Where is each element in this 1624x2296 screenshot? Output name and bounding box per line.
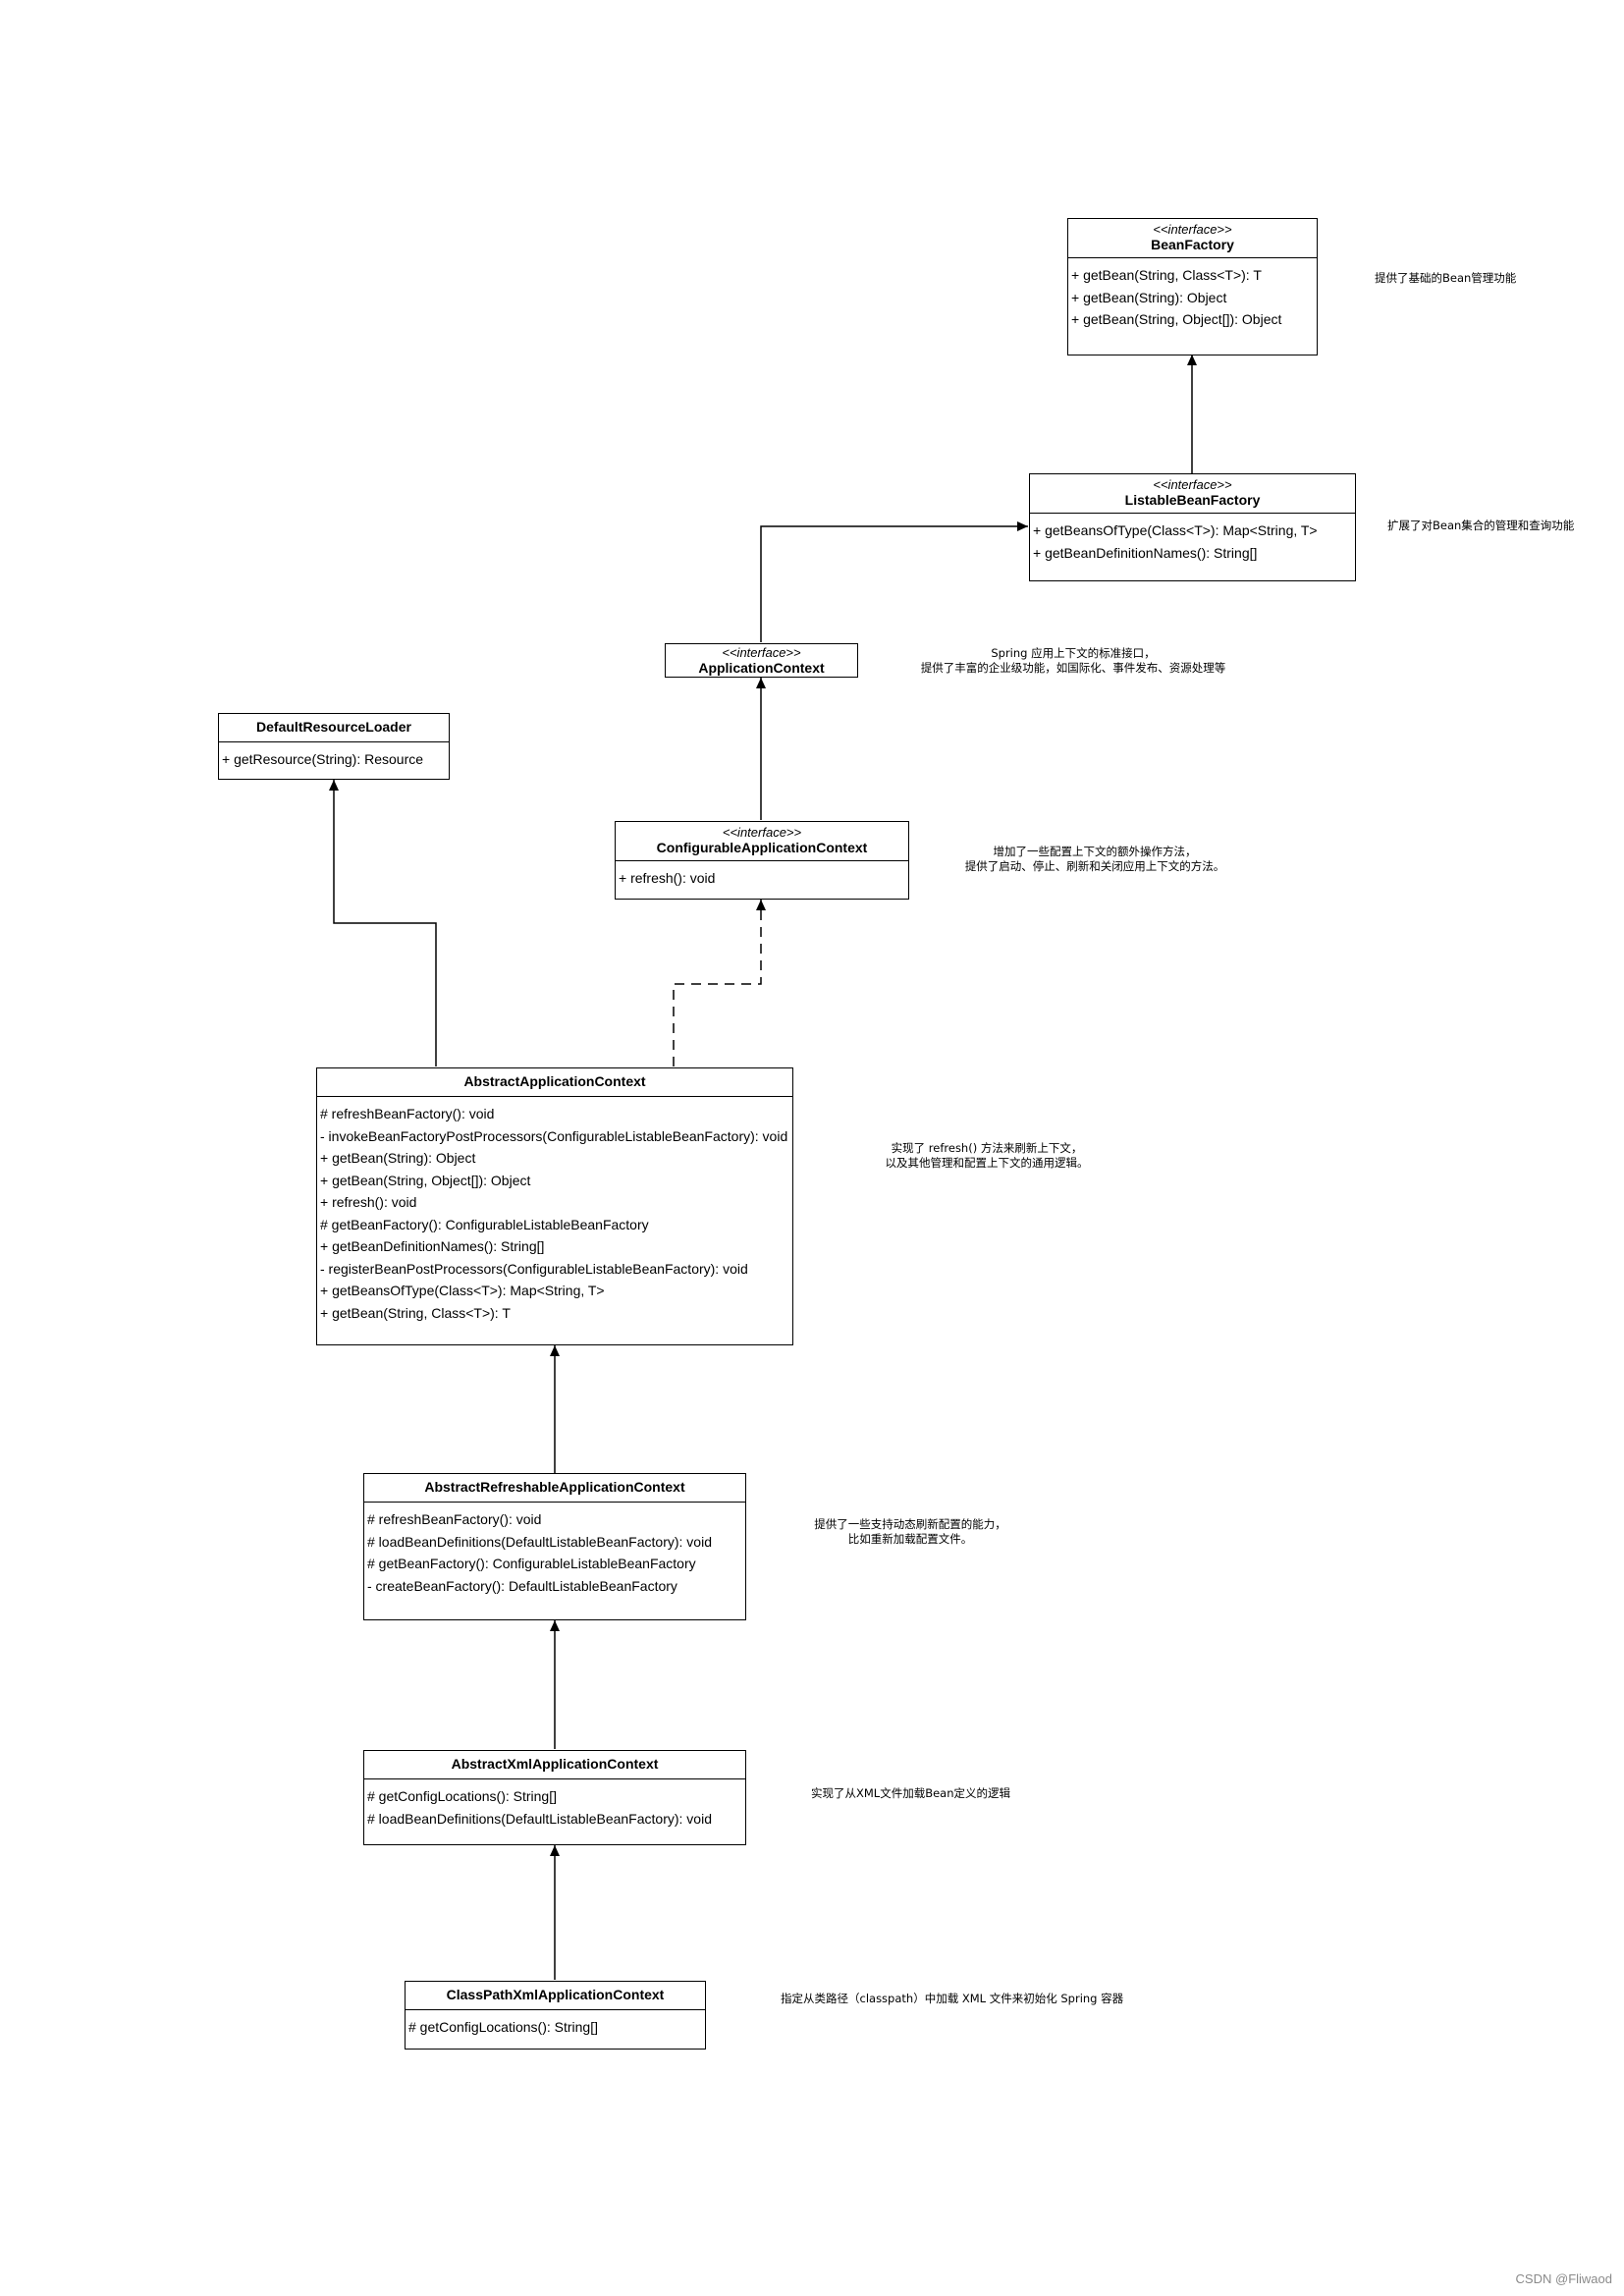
note-abstract-application-context: 实现了 refresh() 方法来刷新上下文， 以及其他管理和配置上下文的通用逻… <box>874 1141 1100 1171</box>
note-line: 扩展了对Bean集合的管理和查询功能 <box>1387 519 1575 532</box>
note-abstract-refreshable-application-context: 提供了一些支持动态刷新配置的能力， 比如重新加载配置文件。 <box>797 1517 1023 1547</box>
method-entry: + getBeansOfType(Class<T>): Map<String, … <box>320 1283 605 1298</box>
method-entry: # loadBeanDefinitions(DefaultListableBea… <box>367 1533 712 1550</box>
stereotype-label: <<interface>> <box>1153 477 1232 492</box>
class-box-abstract-refreshable-application-context[interactable]: AbstractRefreshableApplicationContext # … <box>363 1473 746 1620</box>
note-configurable-application-context: 增加了一些配置上下文的额外操作方法， 提供了启动、停止、刷新和关闭应用上下文的方… <box>952 845 1237 874</box>
method-entry: + getBeanDefinitionNames(): String[] <box>320 1238 545 1254</box>
method-entry: # getBeanFactory(): ConfigurableListable… <box>320 1216 649 1232</box>
note-line: 以及其他管理和配置上下文的通用逻辑。 <box>885 1156 1089 1170</box>
note-abstract-xml-application-context: 实现了从XML文件加载Bean定义的逻辑 <box>811 1786 1010 1801</box>
class-box-default-resource-loader[interactable]: DefaultResourceLoader + getResource(Stri… <box>218 713 450 780</box>
watermark: CSDN @Fliwaod <box>1515 2271 1612 2286</box>
member-list: + refresh(): void <box>616 861 908 894</box>
class-header: AbstractApplicationContext <box>317 1068 792 1097</box>
class-name: AbstractXmlApplicationContext <box>451 1756 659 1772</box>
method-entry: + getBeansOfType(Class<T>): Map<String, … <box>1033 522 1318 538</box>
class-name: ClassPathXmlApplicationContext <box>446 1987 665 2002</box>
class-name: DefaultResourceLoader <box>256 719 411 735</box>
note-line: 提供了基础的Bean管理功能 <box>1375 271 1517 285</box>
member-list: + getBeansOfType(Class<T>): Map<String, … <box>1030 514 1355 568</box>
method-entry: # getConfigLocations(): String[] <box>408 2019 598 2035</box>
method-entry: + getBean(String): Object <box>320 1150 476 1166</box>
note-line: 实现了从XML文件加载Bean定义的逻辑 <box>811 1786 1011 1800</box>
class-name: BeanFactory <box>1151 237 1234 252</box>
extends-arrow-appcontext-to-listable <box>760 521 1028 642</box>
note-line: 提供了一些支持动态刷新配置的能力， <box>814 1517 1006 1531</box>
class-box-abstract-xml-application-context[interactable]: AbstractXmlApplicationContext # getConfi… <box>363 1750 746 1845</box>
note-line: 提供了丰富的企业级功能，如国际化、事件发布、资源处理等 <box>920 661 1226 675</box>
stereotype-label: <<interface>> <box>722 825 802 840</box>
member-list: + getResource(String): Resource <box>219 742 449 775</box>
method-entry: + getBean(String, Object[]): Object <box>320 1172 531 1188</box>
method-entry: + getBean(String, Class<T>): T <box>320 1304 511 1321</box>
method-entry: # getBeanFactory(): ConfigurableListable… <box>367 1556 696 1571</box>
class-name: AbstractRefreshableApplicationContext <box>424 1479 685 1495</box>
method-entry: + getBeanDefinitionNames(): String[] <box>1033 544 1258 561</box>
class-box-listable-bean-factory[interactable]: <<interface>> ListableBeanFactory + getB… <box>1029 473 1356 581</box>
member-list: + getBean(String, Class<T>): T + getBean… <box>1068 258 1317 335</box>
method-entry: + getBean(String): Object <box>1071 289 1227 305</box>
note-class-path-xml-application-context: 指定从类路径（classpath）中加载 XML 文件来初始化 Spring 容… <box>781 1992 1123 2006</box>
method-entry: - registerBeanPostProcessors(Configurabl… <box>320 1260 748 1277</box>
member-list: # getConfigLocations(): String[] <box>406 2010 705 2043</box>
class-header: <<interface>> ApplicationContext <box>666 644 857 681</box>
class-name: AbstractApplicationContext <box>463 1073 646 1089</box>
class-box-abstract-application-context[interactable]: AbstractApplicationContext # refreshBean… <box>316 1067 793 1345</box>
method-entry: + getBean(String, Class<T>): T <box>1071 267 1262 283</box>
method-entry: - createBeanFactory(): DefaultListableBe… <box>367 1577 677 1594</box>
class-header: <<interface>> ConfigurableApplicationCon… <box>616 822 908 861</box>
class-box-bean-factory[interactable]: <<interface>> BeanFactory + getBean(Stri… <box>1067 218 1318 355</box>
class-box-configurable-application-context[interactable]: <<interface>> ConfigurableApplicationCon… <box>615 821 909 900</box>
member-list: # refreshBeanFactory(): void # loadBeanD… <box>364 1503 745 1601</box>
note-line: 增加了一些配置上下文的额外操作方法， <box>993 845 1197 858</box>
note-listable-bean-factory: 扩展了对Bean集合的管理和查询功能 <box>1387 519 1574 533</box>
note-bean-factory: 提供了基础的Bean管理功能 <box>1375 271 1516 286</box>
extends-arrow-abstractapp-to-resourceloader <box>329 780 437 1066</box>
note-line: 提供了启动、停止、刷新和关闭应用上下文的方法。 <box>964 859 1225 873</box>
note-line: 指定从类路径（classpath）中加载 XML 文件来初始化 Spring 容… <box>781 1992 1124 2005</box>
method-entry: - invokeBeanFactoryPostProcessors(Config… <box>320 1127 788 1144</box>
stereotype-label: <<interface>> <box>722 645 801 660</box>
class-header: <<interface>> ListableBeanFactory <box>1030 474 1355 514</box>
class-name: ConfigurableApplicationContext <box>656 840 868 855</box>
method-entry: # loadBeanDefinitions(DefaultListableBea… <box>367 1810 712 1827</box>
note-line: Spring 应用上下文的标准接口， <box>991 646 1156 660</box>
class-box-class-path-xml-application-context[interactable]: ClassPathXmlApplicationContext # getConf… <box>405 1981 706 2050</box>
note-line: 比如重新加载配置文件。 <box>847 1532 973 1546</box>
class-name: ListableBeanFactory <box>1124 492 1261 508</box>
method-entry: # refreshBeanFactory(): void <box>320 1106 495 1121</box>
implements-arrow-abstractapp-to-configurable <box>673 900 766 1066</box>
method-entry: + refresh(): void <box>619 870 716 886</box>
class-header: <<interface>> BeanFactory <box>1068 219 1317 258</box>
method-entry: + refresh(): void <box>320 1194 417 1210</box>
class-header: ClassPathXmlApplicationContext <box>406 1982 705 2010</box>
member-list: # refreshBeanFactory(): void - invokeBea… <box>317 1097 792 1328</box>
class-name: ApplicationContext <box>698 660 825 676</box>
stereotype-label: <<interface>> <box>1153 222 1232 237</box>
note-application-context: Spring 应用上下文的标准接口， 提供了丰富的企业级功能，如国际化、事件发布… <box>911 646 1235 676</box>
method-entry: # getConfigLocations(): String[] <box>367 1788 557 1804</box>
class-header: AbstractXmlApplicationContext <box>364 1751 745 1779</box>
class-header: AbstractRefreshableApplicationContext <box>364 1474 745 1503</box>
note-line: 实现了 refresh() 方法来刷新上下文， <box>891 1141 1083 1155</box>
method-entry: + getBean(String, Object[]): Object <box>1071 311 1282 327</box>
method-entry: + getResource(String): Resource <box>222 751 424 767</box>
method-entry: # refreshBeanFactory(): void <box>367 1511 542 1527</box>
class-header: DefaultResourceLoader <box>219 714 449 742</box>
member-list: # getConfigLocations(): String[] # loadB… <box>364 1779 745 1833</box>
class-box-application-context[interactable]: <<interface>> ApplicationContext <box>665 643 858 678</box>
